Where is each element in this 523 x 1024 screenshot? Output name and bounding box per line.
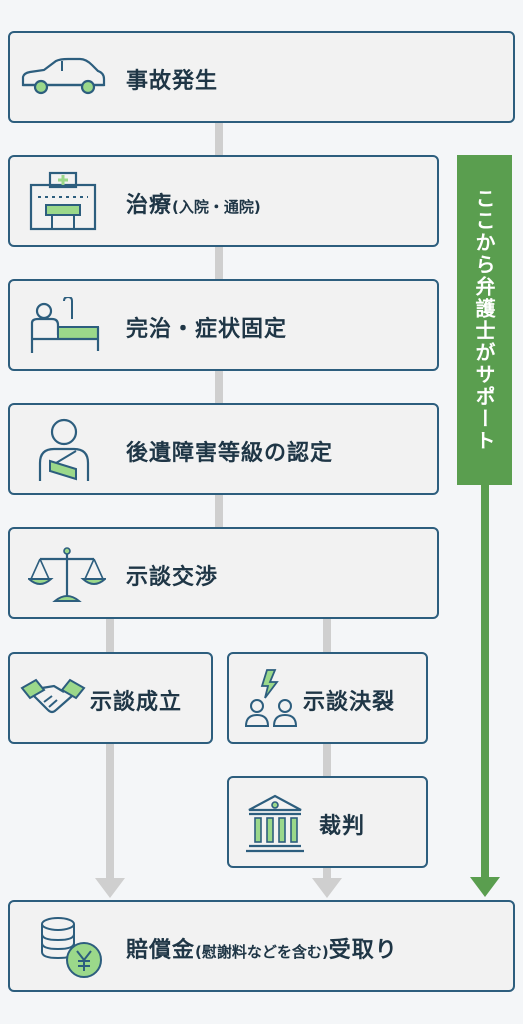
- step-settled: 示談成立: [8, 652, 213, 744]
- coins-yen-icon: [41, 917, 102, 978]
- connector-settled-down: [106, 742, 114, 882]
- step-receipt: 賠償金(慰謝料などを含む)受取り: [8, 900, 515, 992]
- step-receipt-main: 賠償金: [126, 938, 196, 963]
- arrow-settled-to-receipt: [95, 878, 125, 898]
- lawyer-support-label: ここから弁護士がサポート: [472, 188, 496, 452]
- step-treatment: 治療(入院・通院): [8, 155, 439, 247]
- connector-left-branch: [106, 618, 114, 654]
- lawyer-support-banner: ここから弁護士がサポート: [457, 155, 512, 485]
- step-cure: 完治・症状固定: [8, 279, 439, 371]
- step-trial-label: 裁判: [319, 814, 366, 839]
- connector-right-branch: [323, 618, 331, 654]
- hospital-icon: [29, 171, 97, 231]
- step-negotiation-label: 示談交渉: [126, 565, 219, 590]
- connector-trial-down: [323, 866, 331, 882]
- step-grade: 後遺障害等級の認定: [8, 403, 439, 495]
- car-icon: [21, 57, 106, 95]
- scales-icon: [28, 547, 106, 602]
- step-accident-label: 事故発生: [126, 69, 219, 94]
- step-negotiation: 示談交渉: [8, 527, 439, 619]
- arrow-trial-to-receipt: [312, 878, 342, 898]
- step-receipt-sub: (慰謝料などを含む): [195, 943, 329, 961]
- step-cure-label: 完治・症状固定: [126, 317, 288, 342]
- injured-person-icon: [38, 418, 90, 481]
- connector-broken-to-trial: [323, 742, 331, 778]
- step-settled-label: 示談成立: [90, 690, 183, 715]
- step-treatment-sub: (入院・通院): [172, 198, 261, 216]
- step-treatment-main: 治療: [126, 193, 173, 218]
- handshake-icon: [20, 678, 86, 714]
- courthouse-icon: [246, 794, 304, 853]
- step-broken-label: 示談決裂: [303, 690, 396, 715]
- patient-bed-icon: [30, 297, 100, 353]
- step-accident: 事故発生: [8, 31, 515, 123]
- conflict-people-icon: [244, 669, 298, 727]
- step-receipt-label: 賠償金(慰謝料などを含む)受取り: [126, 932, 398, 964]
- step-broken: 示談決裂: [227, 652, 428, 744]
- support-arrow: [470, 485, 500, 897]
- step-grade-label: 後遺障害等級の認定: [126, 441, 334, 466]
- step-trial: 裁判: [227, 776, 428, 868]
- step-receipt-end: 受取り: [328, 938, 398, 963]
- step-treatment-label: 治療(入院・通院): [126, 187, 261, 219]
